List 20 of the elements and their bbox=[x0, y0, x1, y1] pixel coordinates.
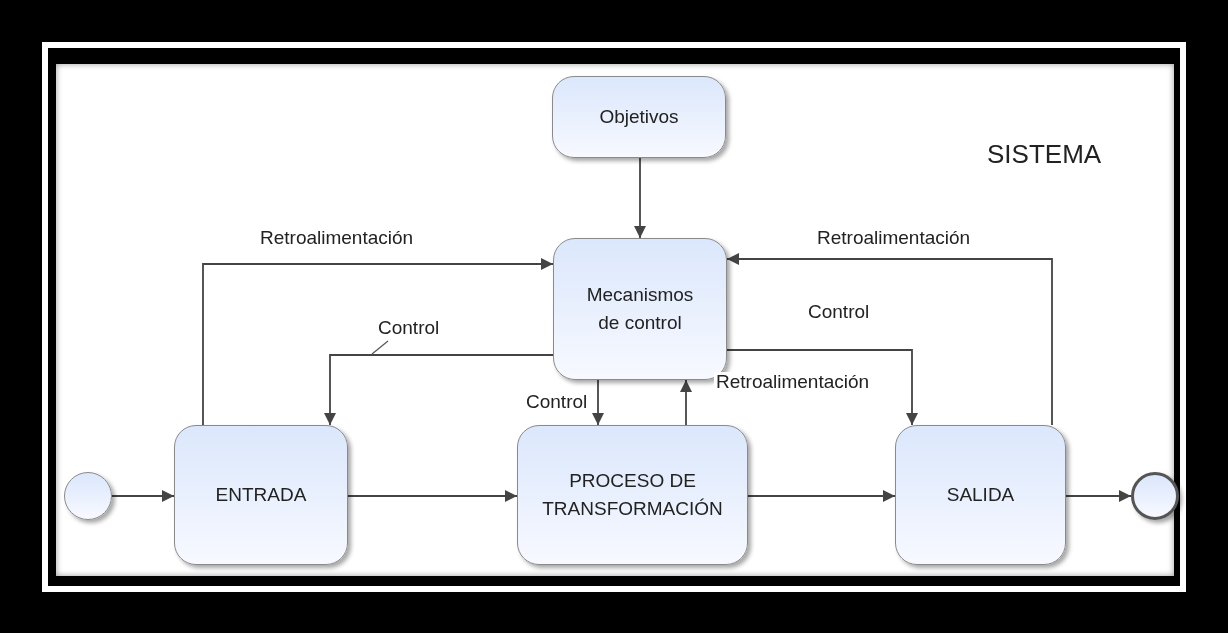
node-label: PROCESO DE TRANSFORMACIÓN bbox=[541, 469, 724, 521]
process-box bbox=[895, 425, 1066, 565]
arrow bbox=[111, 490, 175, 502]
node-label: Mecanismos de control bbox=[585, 283, 695, 335]
arrow bbox=[747, 490, 896, 502]
node-label: ENTRADA bbox=[214, 483, 308, 508]
arrow bbox=[1065, 490, 1132, 502]
arrow bbox=[634, 157, 646, 239]
node-label: Objetivos bbox=[598, 105, 680, 130]
node-label: SALIDA bbox=[945, 483, 1016, 508]
process-box bbox=[174, 425, 348, 565]
process-box bbox=[517, 425, 748, 565]
arrow bbox=[592, 379, 604, 426]
arrow bbox=[347, 490, 518, 502]
arrow bbox=[726, 253, 1053, 426]
process-box bbox=[552, 76, 726, 158]
arrow bbox=[680, 379, 692, 426]
arrow bbox=[324, 354, 554, 426]
arrow bbox=[726, 349, 918, 426]
arrow bbox=[202, 258, 554, 426]
